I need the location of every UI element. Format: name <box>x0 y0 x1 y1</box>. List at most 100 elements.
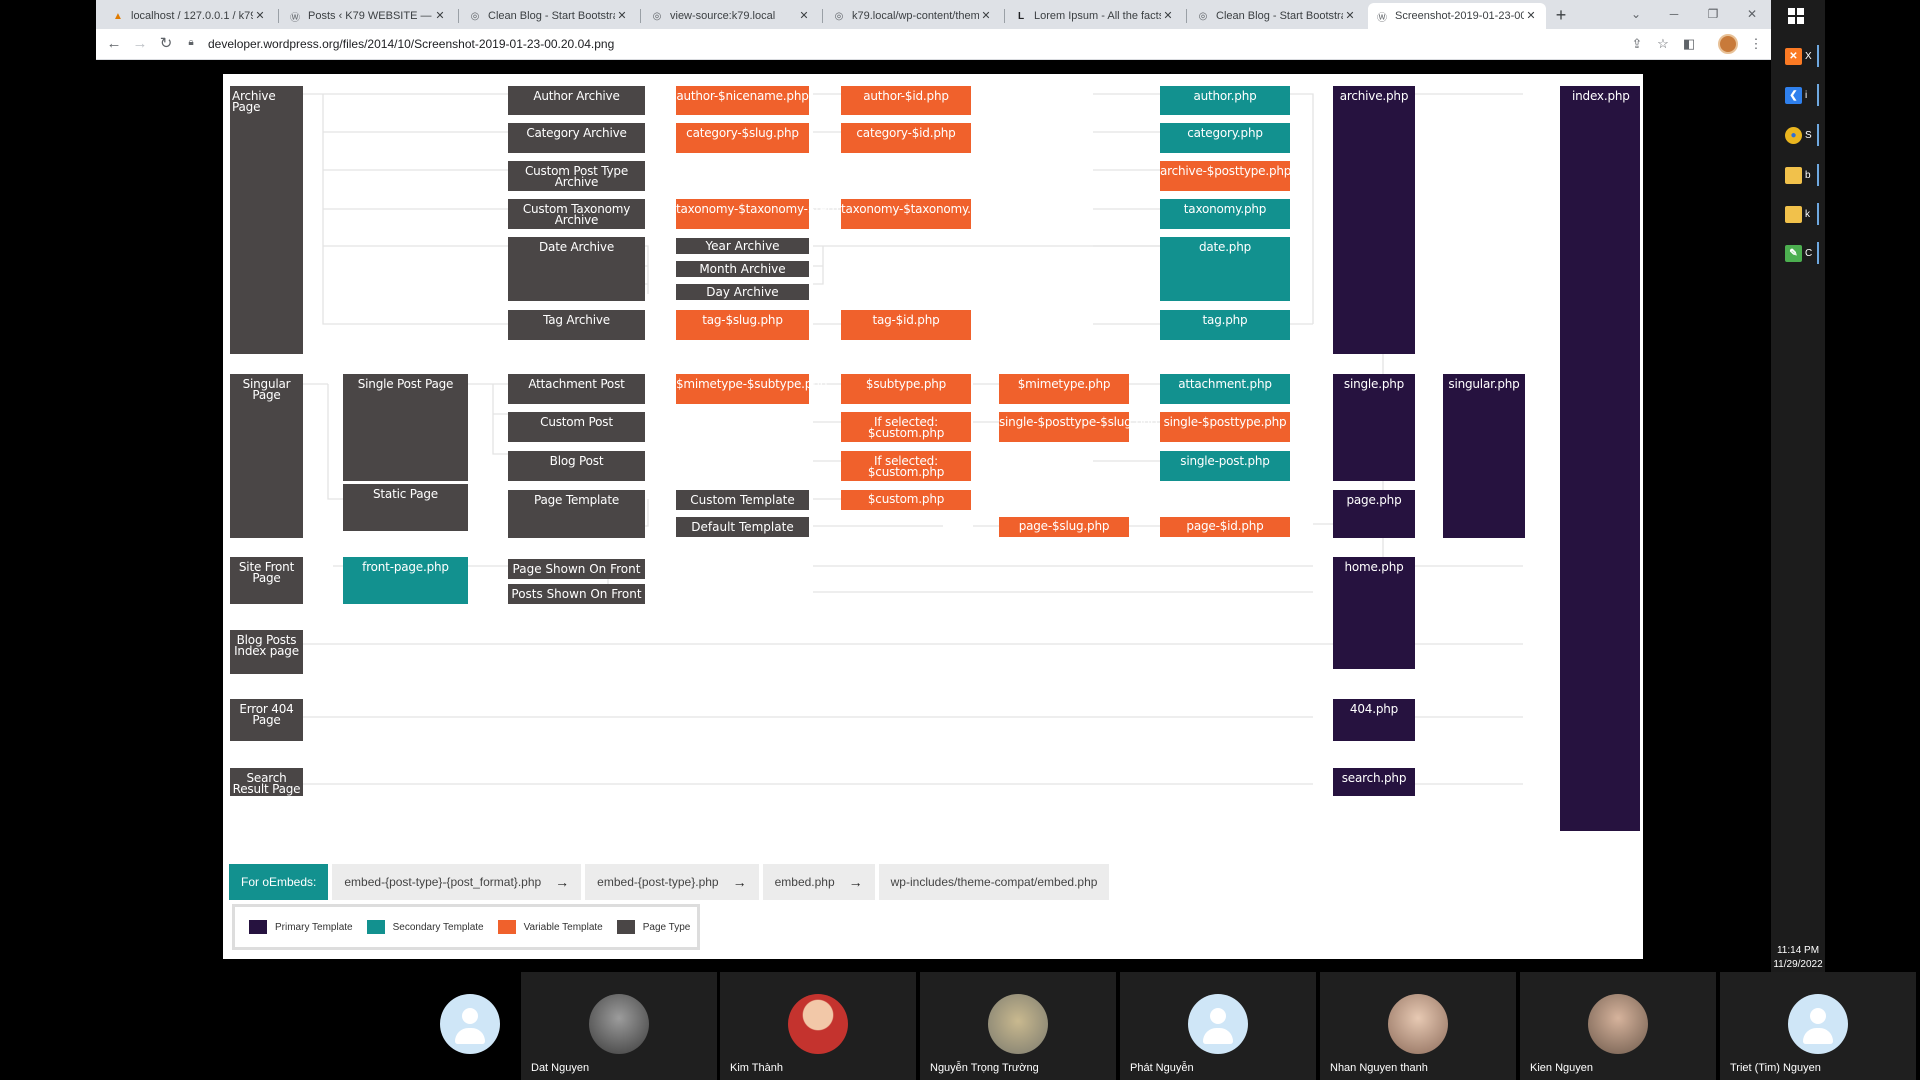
back-icon[interactable]: ← <box>106 35 122 52</box>
year-archive: Year Archive <box>676 238 809 254</box>
page-viewport: Archive Page Singular Page Site Front Pa… <box>96 60 1771 972</box>
single-post-page: Single Post Page <box>343 374 468 481</box>
tab-search-icon[interactable]: ⌄ <box>1630 7 1642 21</box>
taskbar-app-chrome[interactable]: ●S <box>1773 118 1819 152</box>
page-template: Page Template <box>508 490 645 538</box>
participant-name: Kien Nguyen <box>1530 1062 1593 1074</box>
tab-title: Lorem Ipsum - All the facts <box>1034 10 1161 22</box>
oembed-step-text: embed.php <box>774 875 835 889</box>
index-php: index.php <box>1560 86 1640 831</box>
blog-post: Blog Post <box>508 451 645 481</box>
date-php: date.php <box>1160 237 1290 301</box>
windows-start-icon[interactable] <box>1788 8 1804 24</box>
taskbar-app-xampp[interactable]: ✕X <box>1773 39 1819 73</box>
globe-icon: ◎ <box>834 10 844 22</box>
participant-name: Nhan Nguyen thanh <box>1330 1062 1428 1074</box>
taskbar-app-folder-b[interactable]: b <box>1773 158 1819 192</box>
participant-avatar <box>1388 994 1448 1054</box>
mimetype-template: $mimetype.php <box>999 374 1129 404</box>
taskbar-clock[interactable]: 11:14 PM 11/29/2022 <box>1771 944 1825 972</box>
arrow-right-icon: → <box>848 874 863 890</box>
taskbar-app-notepad[interactable]: ✎C <box>1773 236 1819 270</box>
taxonomy-term-template: taxonomy-$taxonomy-$term.php <box>676 199 869 229</box>
menu-icon[interactable]: ⋮ <box>1749 36 1763 51</box>
close-icon[interactable]: ✕ <box>255 10 265 22</box>
page-type-search: Search Result Page <box>230 768 303 796</box>
participant-tile[interactable]: Phát Nguyễn <box>1120 972 1316 1080</box>
legend-label: Primary Template <box>275 921 353 933</box>
minimize-icon[interactable]: ─ <box>1669 7 1679 21</box>
participant-tile[interactable]: Nguyễn Trọng Trường <box>920 972 1116 1080</box>
legend-swatch <box>249 920 267 934</box>
close-window-icon[interactable]: ✕ <box>1746 7 1758 21</box>
tag-php: tag.php <box>1160 310 1290 340</box>
tab-k79-theme[interactable]: ◎ k79.local/wp-content/them ✕ <box>825 3 1001 29</box>
reload-icon[interactable]: ↻ <box>159 35 173 52</box>
lipsum-icon: L <box>1017 10 1025 22</box>
tab-screenshot-active[interactable]: Ⓦ Screenshot-2019-01-23-00.2 ✕ <box>1368 3 1546 29</box>
attachment-post: Attachment Post <box>508 374 645 404</box>
oembed-step-text: embed-{post-type}-{post_format}.php <box>344 875 542 889</box>
sidepanel-icon[interactable]: ◧ <box>1682 36 1696 51</box>
default-avatar-icon <box>440 994 500 1054</box>
browser-window: ▲ localhost / 127.0.0.1 / k79_cl ✕ Ⓦ Pos… <box>96 0 1771 972</box>
wordpress-icon: Ⓦ <box>1377 12 1387 24</box>
globe-icon: ◎ <box>470 10 480 22</box>
clock-time: 11:14 PM <box>1776 945 1820 956</box>
tab-clean-blog-2[interactable]: ◎ Clean Blog - Start Bootstrap ✕ <box>1189 3 1365 29</box>
taskbar-app-label: k <box>1805 208 1810 220</box>
close-icon[interactable]: ✕ <box>1345 10 1355 22</box>
home-php: home.php <box>1333 557 1415 669</box>
participant-tile[interactable]: Triet (Tim) Nguyen <box>1720 972 1916 1080</box>
custom-taxonomy-archive: Custom Taxonomy Archive <box>508 199 645 229</box>
lock-icon: 🔒︎ <box>188 37 194 48</box>
category-archive: Category Archive <box>508 123 645 153</box>
share-icon[interactable]: ⇪ <box>1631 36 1643 51</box>
tab-phpmyadmin[interactable]: ▲ localhost / 127.0.0.1 / k79_cl ✕ <box>104 3 275 29</box>
browser-toolbar: ← → ↻ 🔒︎ developer.wordpress.org/files/2… <box>96 29 1771 60</box>
vscode-icon: ❮ <box>1785 86 1802 104</box>
profile-avatar[interactable] <box>1718 34 1738 54</box>
participant-tile[interactable]: Kien Nguyen <box>1520 972 1716 1080</box>
tab-lorem-ipsum[interactable]: L Lorem Ipsum - All the facts ✕ <box>1007 3 1183 29</box>
meeting-participants-bar: Dat Nguyen Kim Thành Nguyễn Trọng Trường… <box>0 972 1920 1080</box>
tab-clean-blog-1[interactable]: ◎ Clean Blog - Start Bootstrap ✕ <box>461 3 637 29</box>
taskbar-app-vscode[interactable]: ❮i <box>1773 78 1819 112</box>
legend-item-variable: Variable Template <box>497 920 603 934</box>
subtype-template: $subtype.php <box>841 374 971 404</box>
forward-icon[interactable]: → <box>132 35 148 52</box>
singular-php: singular.php <box>1443 374 1525 538</box>
close-icon[interactable]: ✕ <box>617 10 627 22</box>
close-icon[interactable]: ✕ <box>799 10 809 22</box>
participant-tile[interactable]: Nhan Nguyen thanh <box>1320 972 1516 1080</box>
participant-tile[interactable]: Dat Nguyen <box>521 972 717 1080</box>
close-icon[interactable]: ✕ <box>981 10 991 22</box>
oembed-step-text: embed-{post-type}.php <box>597 875 719 889</box>
bookmark-star-icon[interactable]: ☆ <box>1657 36 1669 51</box>
taskbar-app-folder-k[interactable]: k <box>1773 197 1819 231</box>
attachment-php: attachment.php <box>1160 374 1290 404</box>
oembed-step: wp-includes/theme-compat/embed.php <box>878 864 1110 900</box>
author-archive: Author Archive <box>508 86 645 115</box>
close-icon[interactable]: ✕ <box>435 10 445 22</box>
arrow-right-icon: → <box>555 874 570 890</box>
new-tab-button[interactable]: + <box>1555 5 1567 25</box>
tag-slug-template: tag-$slug.php <box>676 310 809 340</box>
close-icon[interactable]: ✕ <box>1526 10 1536 22</box>
legend-item-primary: Primary Template <box>249 920 353 934</box>
tab-view-source[interactable]: ◎ view-source:k79.local ✕ <box>643 3 819 29</box>
page-type-front: Site Front Page <box>230 557 303 604</box>
tag-id-template: tag-$id.php <box>841 310 971 340</box>
address-bar[interactable]: 🔒︎ developer.wordpress.org/files/2014/10… <box>184 32 1674 56</box>
oembed-step: embed.php → <box>762 864 875 900</box>
legend-swatch <box>366 920 385 934</box>
page-type-singular: Singular Page <box>230 374 303 538</box>
participant-tile[interactable]: Kim Thành <box>720 972 916 1080</box>
tab-wp-posts[interactable]: Ⓦ Posts ‹ K79 WEBSITE — Wor ✕ <box>281 3 455 29</box>
restore-icon[interactable]: ❐ <box>1707 7 1719 21</box>
close-icon[interactable]: ✕ <box>1163 10 1173 22</box>
page-id-template: page-$id.php <box>1160 517 1290 537</box>
oembed-row: For oEmbeds: embed-{post-type}-{post_for… <box>229 864 1110 900</box>
date-archive: Date Archive <box>508 237 645 301</box>
custom-php-template: $custom.php <box>841 490 971 510</box>
